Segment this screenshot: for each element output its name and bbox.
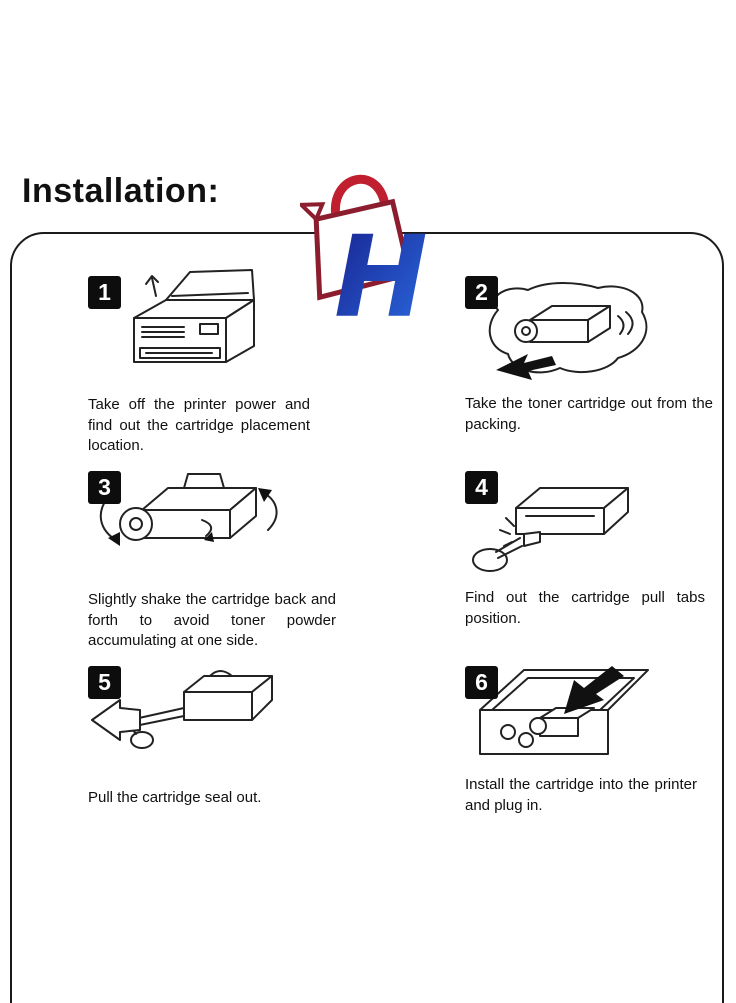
step-1-caption: Take off the printer power and find out … xyxy=(88,396,310,455)
cartridge-unpacking-illustration xyxy=(488,282,648,380)
cartridge-seal-pull-illustration xyxy=(91,670,273,749)
step-3-caption: Slightly shake the cartridge back and fo… xyxy=(88,591,336,650)
step-4-caption: Find out the cartridge pull tabs positio… xyxy=(465,589,705,627)
cartridge-install-illustration xyxy=(479,666,649,755)
step-4-number-badge: 4 xyxy=(465,471,498,504)
step-6-number-badge: 6 xyxy=(465,666,498,699)
step-5-caption: Pull the cartridge seal out. xyxy=(88,789,262,806)
bag-flap xyxy=(300,202,326,223)
step-2-caption: Take the toner cartridge out from the pa… xyxy=(465,395,713,433)
step-6-caption: Install the cartridge into the printer a… xyxy=(465,776,697,814)
brand-logo: H xyxy=(300,174,428,326)
bag-handle xyxy=(331,174,390,214)
page-title: Installation: xyxy=(22,172,220,210)
step-5-number-badge: 5 xyxy=(88,666,121,699)
bag-body xyxy=(313,198,413,301)
logo-letter: H xyxy=(334,213,428,326)
step-3-number-badge: 3 xyxy=(88,471,121,504)
shopping-bag-icon xyxy=(300,174,413,301)
step-2-number-badge: 2 xyxy=(465,276,498,309)
cartridge-shake-illustration xyxy=(99,473,278,546)
step-1-number-badge: 1 xyxy=(88,276,121,309)
cartridge-pull-tabs-illustration xyxy=(472,487,629,572)
printer-open-lid-illustration xyxy=(133,269,255,363)
